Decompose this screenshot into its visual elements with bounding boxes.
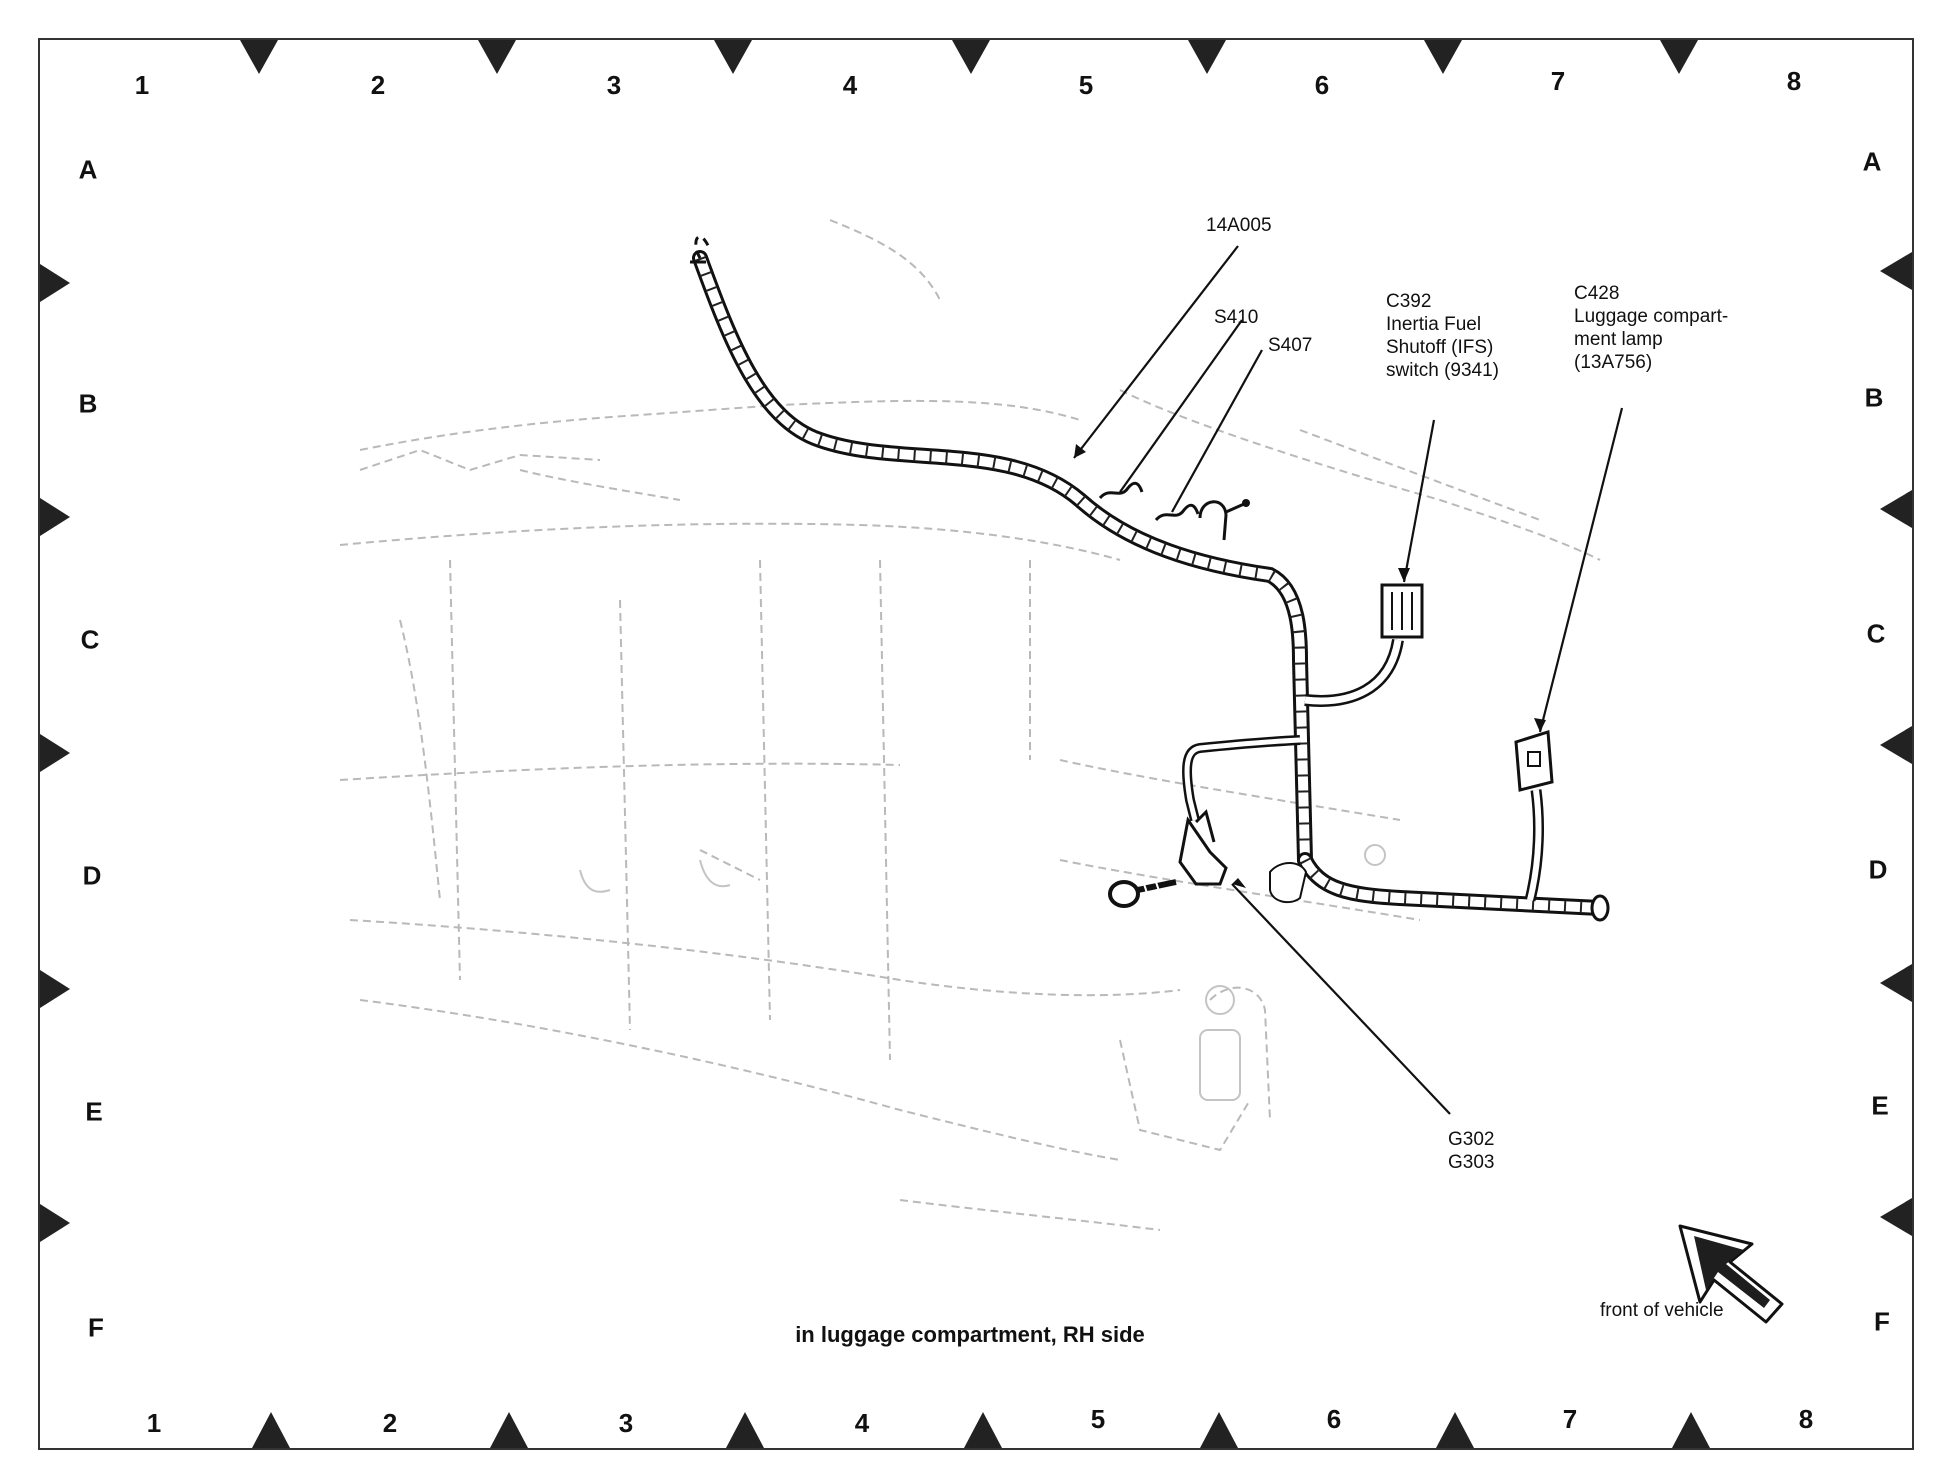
splice-s410-label: S410 — [1214, 307, 1259, 328]
grid-col-bottom: 6 — [1326, 1404, 1342, 1434]
grid-row-left: D — [82, 860, 102, 891]
grid-col-top: 8 — [1786, 66, 1802, 96]
grid-col-top: 2 — [370, 70, 386, 100]
grid-row-right: C — [1866, 618, 1886, 649]
ground-bolt-icon — [1108, 879, 1177, 908]
ground-label: G302 G303 — [1448, 1128, 1494, 1174]
connector-c428 — [1514, 730, 1554, 792]
grid-col-bottom: 1 — [146, 1408, 162, 1438]
grid-row-left: E — [85, 1096, 103, 1127]
grid-row-right: F — [1874, 1306, 1890, 1337]
connector-c428-label: C428 Luggage compart- ment lamp (13A756) — [1574, 282, 1728, 374]
grid-col-bottom: 4 — [854, 1408, 870, 1438]
grid-row-right: E — [1871, 1090, 1889, 1121]
grid-row-left: A — [78, 154, 98, 185]
frame-markers-right — [1880, 252, 1912, 1236]
mounting-clip-icon — [1198, 499, 1250, 541]
grid-row-right: B — [1864, 382, 1884, 413]
connector-c392 — [1380, 583, 1424, 639]
grid-row-right: D — [1868, 854, 1888, 885]
vehicle-body-sketch — [339, 219, 1601, 1231]
harness-14a005 — [690, 235, 1610, 922]
front-of-vehicle-label: front of vehicle — [1600, 1300, 1724, 1321]
splice-s407-icon — [1154, 503, 1200, 522]
ground-eyelet — [1178, 809, 1228, 886]
grid-col-top: 5 — [1078, 70, 1094, 100]
leader-lines — [1073, 245, 1624, 1115]
harness-label: 14A005 — [1206, 215, 1272, 236]
grid-col-bottom: 8 — [1798, 1404, 1814, 1434]
ground-g302-label: G302 — [1448, 1129, 1495, 1150]
connector-c428-desc-line1: Luggage compart- — [1574, 306, 1729, 327]
diagram-caption: in luggage compartment, RH side — [795, 1322, 1145, 1347]
grid-col-top: 7 — [1550, 66, 1566, 96]
harness-retainer-icon — [1269, 862, 1308, 904]
frame-markers-bottom — [252, 1412, 1710, 1448]
connector-c392-desc-line3: switch (9341) — [1386, 360, 1499, 381]
connector-c392-id: C392 — [1386, 291, 1432, 312]
grid-col-top: 1 — [134, 70, 150, 100]
vehicle-body-details — [579, 844, 1386, 1101]
branch-c392 — [1304, 638, 1404, 707]
connector-c428-desc-line2: ment lamp — [1574, 329, 1663, 350]
ground-g303-label: G303 — [1448, 1152, 1495, 1173]
grid-col-bottom: 7 — [1562, 1404, 1578, 1434]
connector-c392-desc-line1: Inertia Fuel — [1386, 314, 1482, 335]
grid-col-top: 4 — [842, 70, 858, 100]
connector-c428-id: C428 — [1574, 283, 1620, 304]
splice-s407-label: S407 — [1268, 335, 1313, 356]
grid-col-bottom: 2 — [382, 1408, 398, 1438]
splice-s410-icon — [1098, 481, 1144, 500]
branch-c428 — [1524, 789, 1544, 902]
frame-markers-left — [40, 264, 70, 1242]
grid-col-bottom: 3 — [618, 1408, 634, 1438]
grid-col-bottom: 5 — [1090, 1404, 1106, 1434]
grid-row-left: F — [88, 1312, 104, 1343]
connector-c392-label: C392 Inertia Fuel Shutoff (IFS) switch (… — [1386, 290, 1499, 382]
diagram-frame — [38, 38, 1914, 1450]
frame-markers-top — [240, 40, 1698, 74]
grid-col-top: 6 — [1314, 70, 1330, 100]
branch-ground — [1182, 735, 1301, 822]
connector-c428-desc-line3: (13A756) — [1574, 352, 1653, 373]
connector-c392-desc-line2: Shutoff (IFS) — [1386, 337, 1494, 358]
front-of-vehicle-arrow-icon — [1678, 1224, 1784, 1324]
grid-row-left: C — [80, 624, 100, 655]
grid-row-right: A — [1862, 146, 1882, 177]
leader-arrowheads — [1074, 444, 1546, 888]
grid-row-left: B — [78, 388, 98, 419]
grid-col-top: 3 — [606, 70, 622, 100]
